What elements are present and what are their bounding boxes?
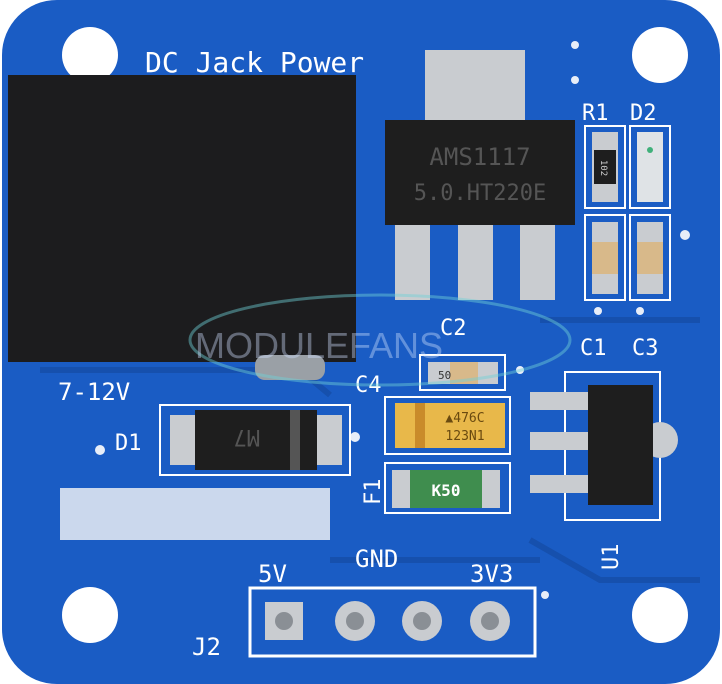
r1-marking: 102 [598,160,608,176]
ams1117-legs [395,225,555,300]
pin-label-3v3: 3V3 [470,560,513,588]
c4-marking: ▲476C [445,411,484,426]
c4-label: C4 [355,373,382,398]
mounting-hole [62,587,118,643]
dc-jack [8,75,356,362]
ams1117-marking-2: 5.0.HT220E [414,181,546,206]
mounting-holes [62,27,688,643]
f1-label: F1 [361,479,386,506]
d2-led [637,132,663,202]
c4-marking-2: 123N1 [445,429,484,444]
c1-label: C1 [580,336,607,361]
board-title: DC Jack Power [145,46,364,79]
watermark: MODULEFANS [195,325,443,366]
d1-marking: M7 [234,424,261,449]
c3-label: C3 [632,336,659,361]
u1-regulator [588,385,653,505]
vias [95,41,690,599]
blurred-label [60,488,330,540]
c4-tantalum [395,403,505,448]
c2-label: C2 [440,316,467,341]
ams1117-body [385,120,575,225]
u1-label: U1 [599,544,624,571]
mounting-hole [632,587,688,643]
ams1117-tab [425,50,525,125]
r1-label: R1 [582,101,609,126]
pin-label-gnd: GND [355,545,398,573]
mounting-hole [62,27,118,83]
c2-marking: 50 [438,369,451,382]
ams1117-marking: AMS1117 [429,143,530,171]
d2-label: D2 [630,101,657,126]
pin-label-5v: 5V [258,560,287,588]
header-outline [248,586,537,658]
input-voltage-label: 7-12V [58,378,130,406]
mounting-hole [632,27,688,83]
f1-marking: K50 [432,481,461,500]
dc-jack-pin [255,355,325,380]
j2-label: J2 [192,633,221,661]
d1-label: D1 [115,431,142,456]
